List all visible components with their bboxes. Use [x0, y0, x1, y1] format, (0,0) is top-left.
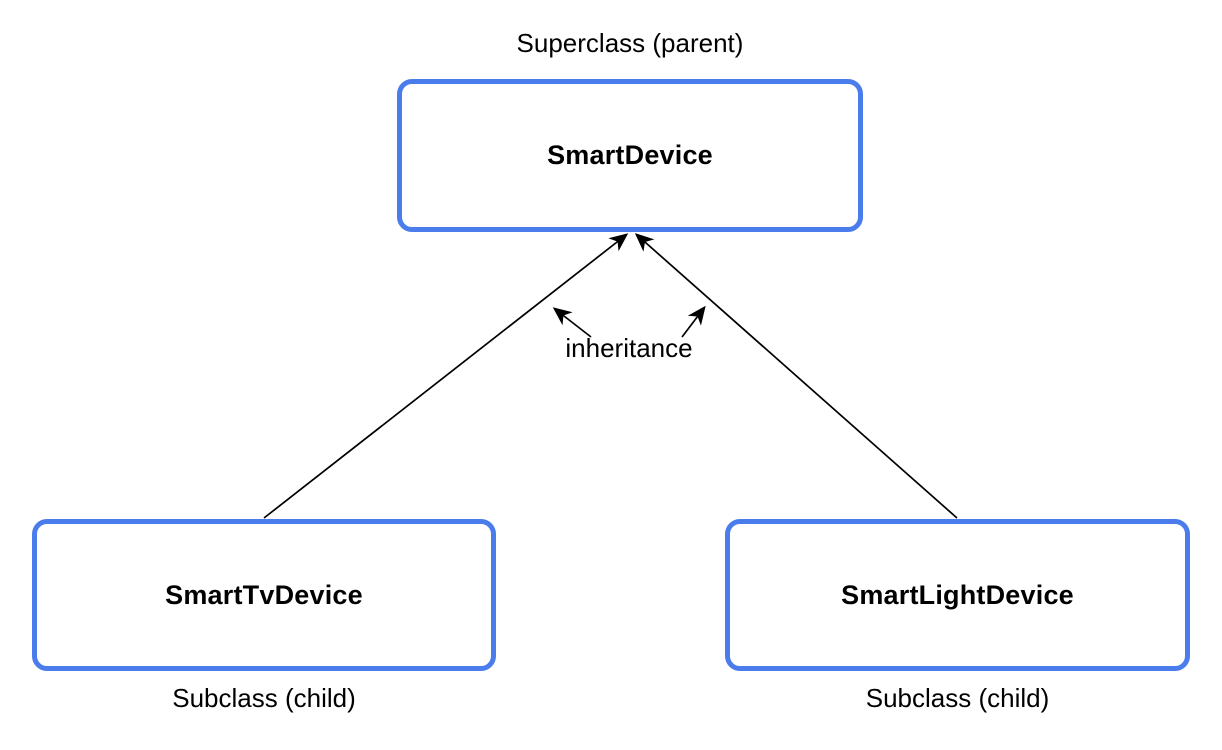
inheritance-arrow-right-icon: [634, 233, 958, 519]
relationship-label: inheritance: [565, 333, 693, 363]
class-box-subclass-left: SmartTvDevice: [32, 519, 496, 671]
superclass-name: SmartDevice: [547, 140, 713, 170]
subclass-right-name: SmartLightDevice: [841, 579, 1074, 610]
inheritance-arrow-left-icon: [263, 233, 629, 519]
class-box-subclass-right: SmartLightDevice: [725, 519, 1190, 671]
class-box-superclass: SmartDevice: [397, 79, 863, 232]
subclass-left-caption: Subclass (child): [172, 683, 356, 713]
subclass-right-caption: Subclass (child): [865, 683, 1050, 713]
superclass-caption: Superclass (parent): [516, 28, 744, 58]
subclass-left-name: SmartTvDevice: [165, 579, 363, 610]
